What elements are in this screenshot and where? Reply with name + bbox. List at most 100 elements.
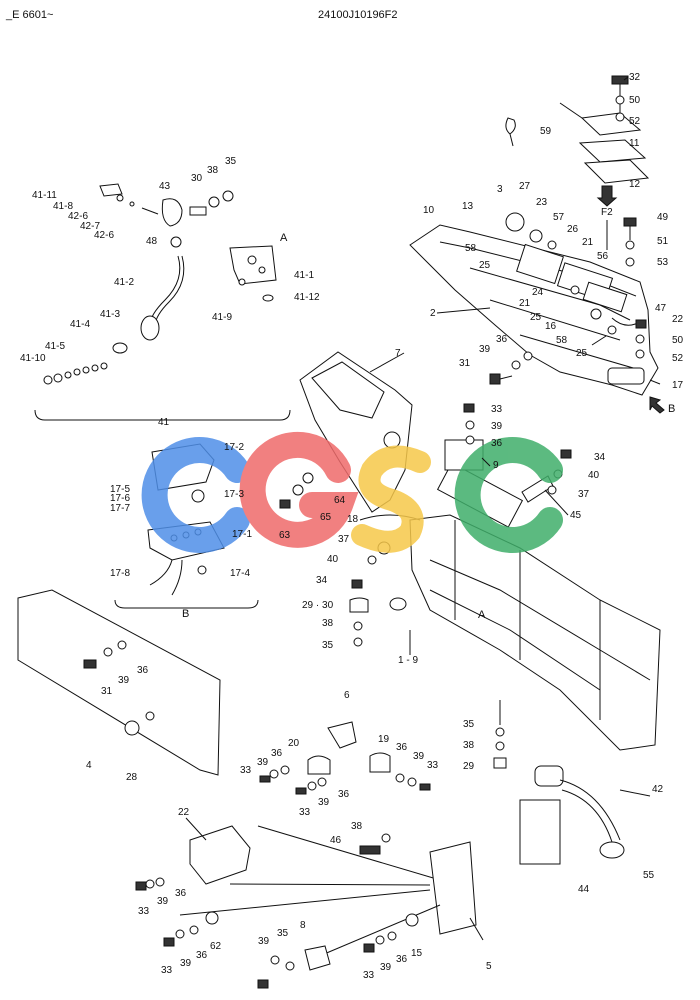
callout-10: 10 bbox=[423, 205, 435, 216]
callout-52: 52 bbox=[629, 116, 641, 127]
callout-17-7: 17-7 bbox=[110, 503, 130, 514]
callout-41-11: 41-11 bbox=[32, 190, 57, 201]
callout-22b: 22 bbox=[178, 807, 190, 818]
callout-52b: 52 bbox=[672, 353, 684, 364]
callout-21b: 21 bbox=[519, 298, 531, 309]
callout-38c: 38 bbox=[463, 740, 475, 751]
callout-33f: 33 bbox=[161, 965, 173, 976]
callout-27: 27 bbox=[519, 181, 531, 192]
callout-39h: 39 bbox=[258, 936, 270, 947]
callout-33d: 33 bbox=[299, 807, 311, 818]
callout-64: 64 bbox=[334, 495, 346, 506]
callout-17: 17 bbox=[672, 380, 684, 391]
callout-58: 58 bbox=[465, 243, 477, 254]
callout-65: 65 bbox=[320, 512, 332, 523]
callout-24: 24 bbox=[532, 287, 544, 298]
callout-11: 11 bbox=[629, 138, 640, 149]
lower-right-parts bbox=[493, 700, 625, 865]
callout-44: 44 bbox=[578, 884, 590, 895]
callout-36h: 36 bbox=[196, 950, 208, 961]
callout-9: 9 bbox=[493, 460, 499, 471]
callout-38: 38 bbox=[207, 165, 219, 176]
callout-41-12: 41-12 bbox=[294, 292, 320, 303]
watermark-letter-s bbox=[351, 445, 431, 553]
callout-36d: 36 bbox=[271, 748, 283, 759]
callout-5: 5 bbox=[486, 961, 492, 972]
callout-17-5: 17-5 bbox=[110, 484, 130, 495]
callout-35: 35 bbox=[225, 156, 237, 167]
callout-39g: 39 bbox=[157, 896, 169, 907]
callout-30: 30 bbox=[191, 173, 203, 184]
callout-41: 41 bbox=[158, 417, 170, 428]
callout-25b: 25 bbox=[530, 312, 542, 323]
callout-57: 57 bbox=[553, 212, 565, 223]
callout-36i: 36 bbox=[396, 954, 408, 965]
callout-37b: 37 bbox=[338, 534, 350, 545]
serial-range-label: _E 6601~ bbox=[5, 9, 53, 21]
callout-32: 32 bbox=[629, 72, 641, 83]
callout-2: 2 bbox=[430, 308, 436, 319]
callout-46: 46 bbox=[330, 835, 342, 846]
callout-33b: 33 bbox=[240, 765, 252, 776]
callout-33e: 33 bbox=[138, 906, 150, 917]
callout-17-6: 17-6 bbox=[110, 493, 130, 504]
callout-42-6a: 42-6 bbox=[68, 211, 88, 222]
callout-39f: 39 bbox=[318, 797, 330, 808]
callout-17-3: 17-3 bbox=[224, 489, 244, 500]
callout-17-2: 17-2 bbox=[224, 442, 244, 453]
callout-7: 7 bbox=[395, 348, 401, 359]
callout-29: 29 bbox=[463, 761, 475, 772]
callout-22: 22 bbox=[672, 314, 684, 325]
callout-43: 43 bbox=[159, 181, 171, 192]
callout-23: 23 bbox=[536, 197, 548, 208]
callout-29-30: 29 · 30 bbox=[302, 600, 334, 611]
callout-55: 55 bbox=[643, 870, 655, 881]
callout-39e: 39 bbox=[413, 751, 425, 762]
leader-lines bbox=[185, 76, 661, 941]
callout-41-5: 41-5 bbox=[45, 341, 65, 352]
bottom-bracket-assembly bbox=[135, 825, 477, 989]
callout-39c: 39 bbox=[118, 675, 130, 686]
callout-35c: 35 bbox=[463, 719, 475, 730]
callout-58b: 58 bbox=[556, 335, 568, 346]
callout-39b: 39 bbox=[491, 421, 503, 432]
callout-41-4: 41-4 bbox=[70, 319, 90, 330]
section-b2-label: B bbox=[182, 608, 189, 620]
callout-41-2: 41-2 bbox=[114, 277, 134, 288]
callout-56: 56 bbox=[597, 251, 609, 262]
callout-51: 51 bbox=[657, 236, 669, 247]
console-body bbox=[279, 351, 661, 751]
callout-36e: 36 bbox=[396, 742, 408, 753]
callout-49: 49 bbox=[657, 212, 669, 223]
callout-28: 28 bbox=[126, 772, 138, 783]
callout-31b: 31 bbox=[101, 686, 113, 697]
callout-17-8: 17-8 bbox=[110, 568, 130, 579]
callout-25c: 25 bbox=[576, 348, 588, 359]
cover-panel-4 bbox=[17, 589, 221, 776]
callout-63: 63 bbox=[279, 530, 291, 541]
callout-17-1: 17-1 bbox=[232, 529, 252, 540]
callout-50b: 50 bbox=[672, 335, 684, 346]
callout-48: 48 bbox=[146, 236, 158, 247]
callout-62: 62 bbox=[210, 941, 222, 952]
callout-39: 39 bbox=[479, 344, 491, 355]
section-b-arrow-label: B bbox=[668, 403, 675, 415]
callout-36b: 36 bbox=[491, 438, 503, 449]
callout-41-10: 41-10 bbox=[20, 353, 46, 364]
callout-36c: 36 bbox=[137, 665, 149, 676]
callout-35b: 35 bbox=[322, 640, 334, 651]
drawing-number: 24100J10196F2 bbox=[318, 9, 398, 21]
callout-18: 18 bbox=[347, 514, 359, 525]
callout-33: 33 bbox=[491, 404, 503, 415]
callout-34: 34 bbox=[594, 452, 606, 463]
callout-41-9: 41-9 bbox=[212, 312, 232, 323]
callout-1-9: 1 - 9 bbox=[398, 655, 418, 666]
callout-4: 4 bbox=[86, 760, 92, 771]
section-a2-label: A bbox=[478, 609, 486, 621]
callout-6: 6 bbox=[344, 690, 350, 701]
callout-13: 13 bbox=[462, 201, 474, 212]
callout-25: 25 bbox=[479, 260, 491, 271]
lever-assembly-41 bbox=[34, 183, 291, 421]
callout-50: 50 bbox=[629, 95, 641, 106]
